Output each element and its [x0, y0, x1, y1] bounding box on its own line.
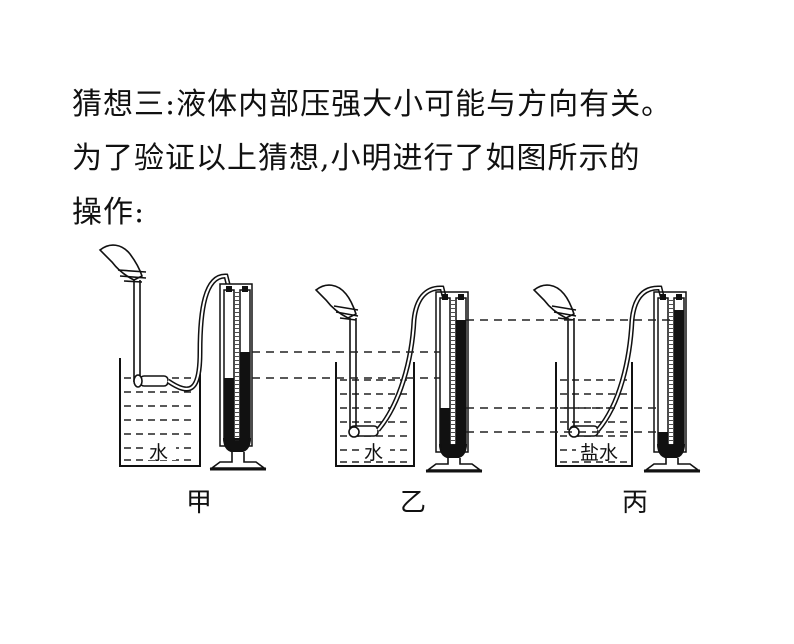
hypothesis-line: 猜想三:液体内部压强大小可能与方向有关。 — [72, 87, 673, 122]
caption-yi: 乙 — [400, 488, 427, 518]
liquid-label-jia: 水 — [149, 442, 169, 464]
probe-jia — [133, 374, 169, 388]
probe-tube-yi — [349, 318, 357, 430]
question-text: 猜想三:液体内部压强大小可能与方向有关。 为了验证以上猜想,小明进行了如图所示的… — [72, 78, 772, 240]
level-comparison-lines — [252, 319, 674, 433]
hand-icon — [314, 284, 359, 321]
u-tube-bing — [653, 291, 687, 460]
procedure-line: 为了验证以上猜想,小明进行了如图所示的 — [72, 141, 641, 176]
u-tube-stand-bing — [643, 458, 701, 473]
u-tube-jia — [219, 283, 253, 454]
u-tube-stand-yi — [425, 458, 483, 473]
probe-tube-bing — [567, 318, 575, 430]
u-tube-stand-jia — [209, 452, 267, 471]
u-tube-yi — [435, 291, 469, 460]
setup-jia — [98, 244, 267, 471]
caption-bing: 丙 — [622, 488, 649, 518]
procedure-line-end: 操作: — [72, 195, 146, 230]
caption-jia: 甲 — [186, 488, 213, 518]
beaker-yi — [335, 362, 415, 467]
liquid-label-yi: 水 — [364, 442, 384, 464]
beaker-jia — [119, 358, 201, 467]
beaker-bing — [555, 362, 633, 467]
probe-bing — [568, 425, 599, 438]
rubber-tube-yi — [376, 285, 447, 432]
probe-yi — [348, 425, 379, 438]
hand-icon — [98, 244, 147, 283]
liquid-label-bg — [146, 440, 176, 460]
setup-yi — [314, 284, 483, 473]
probe-tube-jia — [133, 280, 141, 382]
setup-bing — [532, 284, 701, 473]
liquid-label-bing: 盐水 — [580, 442, 619, 464]
hand-icon — [532, 284, 577, 321]
